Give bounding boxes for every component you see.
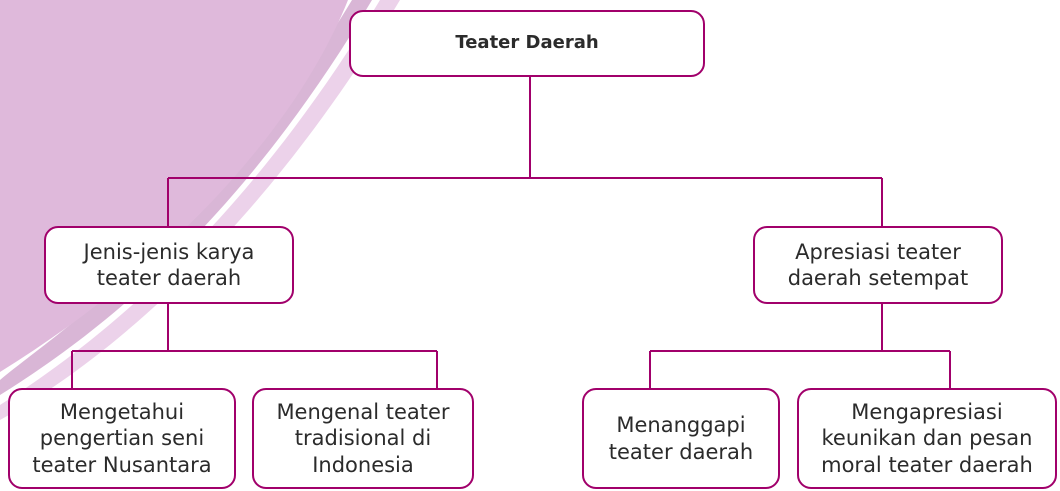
root-node-label: Teater Daerah xyxy=(455,32,599,54)
leaf-node-4: Mengapresiasi keunikan dan pesan moral t… xyxy=(797,388,1057,489)
branch-node-left: Jenis-jenis karya teater daerah xyxy=(44,226,294,304)
leaf-node-2-label: Mengenal teater tradisional di Indonesia xyxy=(276,399,450,477)
decor-band-inner xyxy=(0,0,372,395)
leaf-node-3: Menanggapi teater daerah xyxy=(582,388,780,489)
branch-node-right: Apresiasi teater daerah setempat xyxy=(753,226,1003,304)
root-node: Teater Daerah xyxy=(349,10,705,77)
leaf-node-3-label: Menanggapi teater daerah xyxy=(608,413,754,464)
leaf-node-4-label: Mengapresiasi keunikan dan pesan moral t… xyxy=(821,399,1033,477)
branch-node-left-label: Jenis-jenis karya teater daerah xyxy=(83,239,255,290)
leaf-node-1-label: Mengetahui pengertian seni teater Nusant… xyxy=(32,399,212,477)
leaf-node-2: Mengenal teater tradisional di Indonesia xyxy=(252,388,474,489)
leaf-node-1: Mengetahui pengertian seni teater Nusant… xyxy=(8,388,236,489)
branch-node-right-label: Apresiasi teater daerah setempat xyxy=(787,239,969,290)
